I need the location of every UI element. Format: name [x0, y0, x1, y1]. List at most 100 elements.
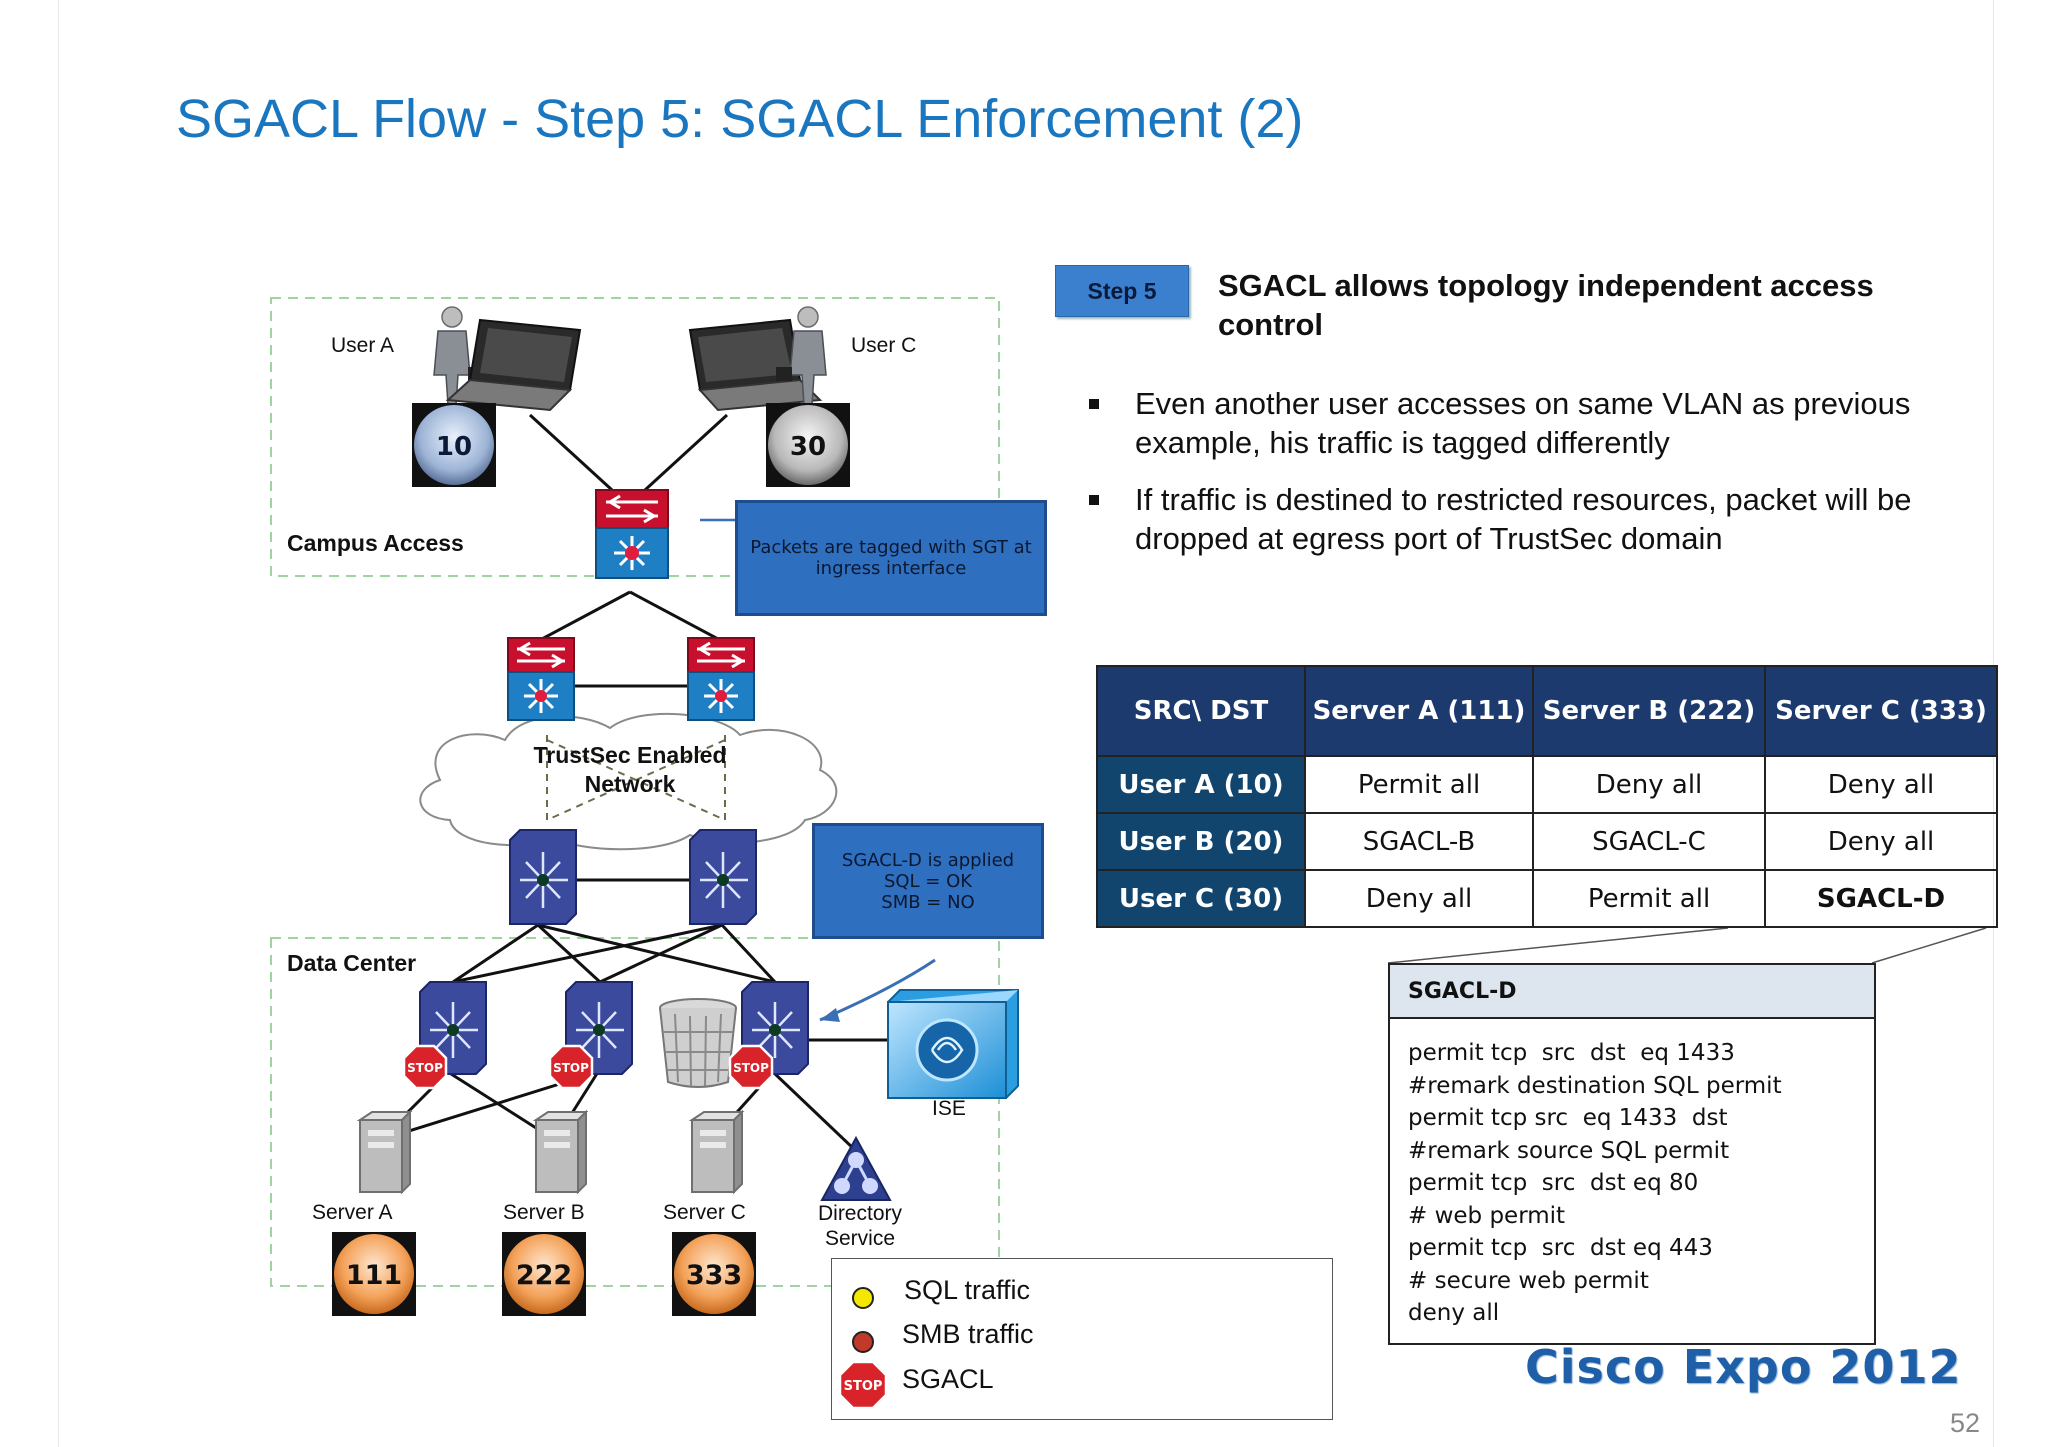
bullet-square-icon [1089, 495, 1099, 505]
stop-sign-a-icon: STOP [402, 1044, 448, 1090]
acl-line: #remark destination SQL permit [1408, 1072, 1782, 1099]
matrix-col-server-a: Server A (111) [1304, 665, 1534, 757]
ise-appliance-icon [887, 989, 1019, 1099]
matrix-row-header: User C (30) [1096, 869, 1306, 928]
stop-sign-c-icon: STOP [728, 1044, 774, 1090]
slide-title: SGACL Flow - Step 5: SGACL Enforcement (… [176, 89, 1304, 149]
table-row: User B (20) SGACL-B SGACL-C Deny all [1096, 812, 1998, 871]
cloud-label-line1: TrustSec Enabled [533, 742, 727, 768]
acl-line: permit tcp src dst eq 1433 [1408, 1040, 1735, 1066]
red-dot-icon [852, 1331, 874, 1353]
bullet-item: If traffic is destined to restricted res… [1085, 480, 1985, 558]
callout-tagging: Packets are tagged with SGT at ingress i… [735, 500, 1047, 616]
sgt-badge-server-c: 333 [672, 1232, 756, 1316]
callout-sgacl-line2: SQL = OK [883, 870, 973, 892]
directory-service-label-line2: Service [824, 1227, 896, 1250]
server-a-icon [356, 1109, 413, 1195]
bullet-square-icon [1089, 399, 1099, 409]
matrix-cell: Permit all [1304, 755, 1534, 814]
matrix-cell-highlight: SGACL-D [1764, 869, 1998, 928]
matrix-col-server-b: Server B (222) [1532, 665, 1766, 757]
acl-line: permit tcp src dst eq 80 [1408, 1170, 1699, 1196]
server-c-icon [688, 1109, 745, 1195]
legend-label-sql: SQL traffic [904, 1275, 1031, 1305]
legend-stop-text: STOP [844, 1379, 883, 1394]
legend-label-smb: SMB traffic [902, 1319, 1034, 1349]
page-number: 52 [1950, 1408, 1981, 1438]
callout-sgacl-line1: SGACL-D is applied [841, 849, 1015, 871]
acl-line: # secure web permit [1408, 1267, 1649, 1294]
user-c-label: User C [851, 334, 917, 357]
callout-sgacl-applied: SGACL-D is applied SQL = OK SMB = NO [812, 823, 1044, 939]
stop-sign-b-icon: STOP [548, 1044, 594, 1090]
sgt-value: 333 [686, 1260, 742, 1291]
sgacl-d-lines: permit tcp src dst eq 1433 #remark destin… [1390, 1019, 1874, 1330]
cisco-expo-logo: Cisco Expo 2012 [1525, 1340, 1962, 1394]
matrix-cell: Permit all [1532, 869, 1766, 928]
sgt-value: 222 [516, 1260, 572, 1291]
user-a-person-icon [433, 306, 484, 406]
server-c-label: Server C [663, 1201, 746, 1224]
stop-text: STOP [733, 1061, 769, 1075]
acl-line: permit tcp src eq 1433 dst [1408, 1105, 1728, 1131]
ise-label: ISE [932, 1097, 966, 1120]
user-a-label: User A [331, 334, 395, 357]
matrix-cell: Deny all [1532, 755, 1766, 814]
sgacl-d-title: SGACL-D [1390, 965, 1874, 1019]
matrix-col-server-c: Server C (333) [1764, 665, 1998, 757]
data-center-zone [270, 937, 1000, 1287]
campus-access-label: Campus Access [287, 530, 464, 556]
user-c-laptop-icon [688, 318, 823, 412]
legend: SQL traffic SMB traffic STOP SGACL [831, 1258, 1333, 1420]
matrix-cell: Deny all [1304, 869, 1534, 928]
matrix-cell: SGACL-B [1304, 812, 1534, 871]
sgt-badge-server-a: 111 [332, 1232, 416, 1316]
acl-line: deny all [1408, 1300, 1500, 1326]
matrix-row-header: User B (20) [1096, 812, 1306, 871]
campus-access-switch-icon [595, 489, 669, 579]
acl-line: # web permit [1408, 1202, 1566, 1229]
cloud-label-line2: Network [584, 771, 676, 797]
sgt-value: 10 [436, 432, 472, 462]
sgt-badge-user-c: 30 [766, 403, 850, 487]
table-row: User C (30) Deny all Permit all SGACL-D [1096, 869, 1998, 928]
matrix-cell: SGACL-C [1532, 812, 1766, 871]
core-switch-right-icon [687, 637, 755, 721]
server-b-label: Server B [503, 1201, 585, 1224]
sgt-badge-server-b: 222 [502, 1232, 586, 1316]
sgacl-d-detail: SGACL-D permit tcp src dst eq 1433 #remar… [1388, 963, 1876, 1345]
callout-sgacl-line3: SMB = NO [881, 891, 975, 913]
bullet-list: Even another user accesses on same VLAN … [1085, 384, 1985, 576]
sgt-badge-user-a: 10 [412, 403, 496, 487]
step-heading: SGACL allows topology independent access… [1218, 268, 1874, 342]
sgt-value: 30 [790, 432, 826, 462]
table-row: User A (10) Permit all Deny all Deny all [1096, 755, 1998, 814]
callout-tagging-line2: ingress interface [815, 558, 967, 579]
matrix-row-header: User A (10) [1096, 755, 1306, 814]
bullet-item: Even another user accesses on same VLAN … [1085, 384, 1985, 462]
server-b-icon [532, 1109, 589, 1195]
legend-label-sgacl: SGACL [902, 1364, 994, 1394]
sgt-value: 111 [346, 1260, 402, 1291]
server-a-label: Server A [312, 1201, 393, 1224]
stop-text: STOP [553, 1061, 589, 1075]
stop-sign-icon: STOP [840, 1362, 886, 1408]
bullet-text: If traffic is destined to restricted res… [1135, 482, 1912, 556]
yellow-dot-icon [852, 1287, 874, 1309]
matrix-cell: Deny all [1764, 812, 1998, 871]
dc-aggregation-switch-right-icon [689, 829, 757, 925]
acl-line: permit tcp src dst eq 443 [1408, 1235, 1713, 1261]
sgacl-matrix: SRC\ DST Server A (111) Server B (222) S… [1096, 665, 1998, 928]
matrix-cell: Deny all [1764, 755, 1998, 814]
acl-line: #remark source SQL permit [1408, 1137, 1730, 1164]
core-switch-left-icon [507, 637, 575, 721]
callout-tagging-line1: Packets are tagged with SGT at [750, 537, 1032, 558]
step-badge: Step 5 [1055, 265, 1189, 317]
user-a-laptop-icon [445, 318, 582, 412]
data-center-label: Data Center [287, 950, 417, 976]
slide-border-left [58, 0, 59, 1447]
stop-text: STOP [407, 1061, 443, 1075]
directory-service-icon [820, 1135, 892, 1201]
trash-bin-icon [659, 998, 737, 1088]
